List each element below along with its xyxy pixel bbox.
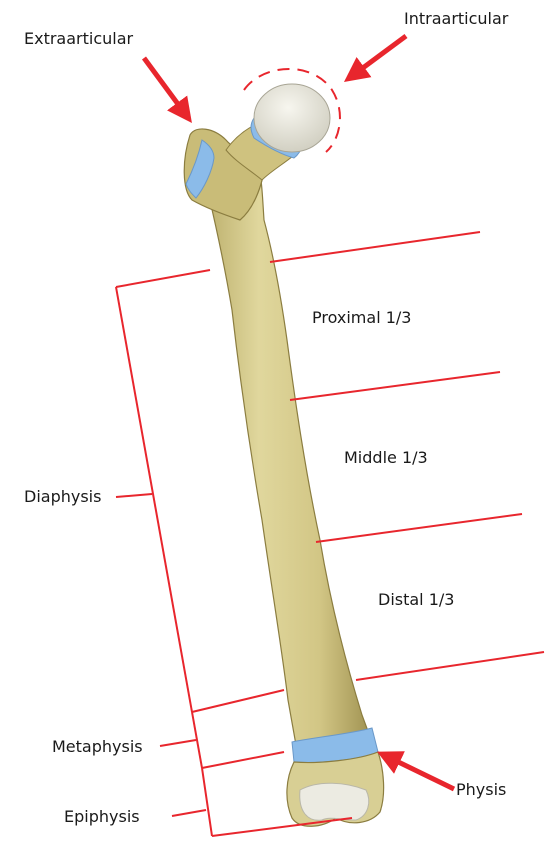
label-distal-third: Distal 1/3: [378, 590, 454, 609]
articular-cartilage-distal: [300, 783, 369, 820]
epiphysis-bracket: [202, 768, 212, 836]
proximal-middle-divider: [290, 372, 500, 400]
metaphysis-bottom-tick: [202, 752, 284, 768]
femoral-head: [254, 84, 330, 152]
label-proximal-third: Proximal 1/3: [312, 308, 411, 327]
diaphysis-label-leader: [116, 494, 152, 497]
bracket-top-tick: [116, 270, 210, 287]
distal-bottom-line: [356, 652, 544, 680]
label-middle-third: Middle 1/3: [344, 448, 428, 467]
label-extraarticular: Extraarticular: [24, 29, 134, 48]
metaphysis-label-leader: [160, 740, 196, 746]
intraarticular-arrow-icon: [352, 36, 406, 76]
epiphysis-bottom-tick: [212, 818, 352, 836]
label-diaphysis: Diaphysis: [24, 487, 101, 506]
extraarticular-arrow-icon: [144, 58, 186, 115]
label-epiphysis: Epiphysis: [64, 807, 140, 826]
label-intraarticular: Intraarticular: [404, 9, 509, 28]
middle-distal-divider: [316, 514, 522, 542]
proximal-top-line: [270, 232, 480, 262]
diaphysis-bracket: [116, 287, 192, 712]
epiphysis-label-leader: [172, 810, 206, 816]
label-metaphysis: Metaphysis: [52, 737, 143, 756]
diaphysis-bottom-tick: [192, 690, 284, 712]
label-physis: Physis: [456, 780, 506, 799]
physis-arrow-icon: [386, 756, 454, 789]
